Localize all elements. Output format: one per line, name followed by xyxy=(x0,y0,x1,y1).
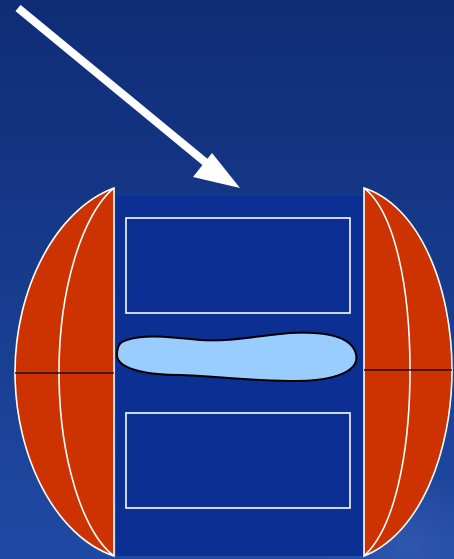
left-end-cap xyxy=(14,186,115,558)
arrow-head xyxy=(193,153,240,188)
arrow-shaft xyxy=(15,4,219,175)
sample-blob xyxy=(115,331,358,383)
lower-rectangle xyxy=(125,412,351,509)
left-cap-inner-arc xyxy=(58,187,115,557)
right-end-cap xyxy=(363,186,453,558)
left-cap-outer xyxy=(14,186,115,558)
diagonal-arrow-icon xyxy=(15,4,240,188)
upper-rectangle xyxy=(125,217,351,314)
